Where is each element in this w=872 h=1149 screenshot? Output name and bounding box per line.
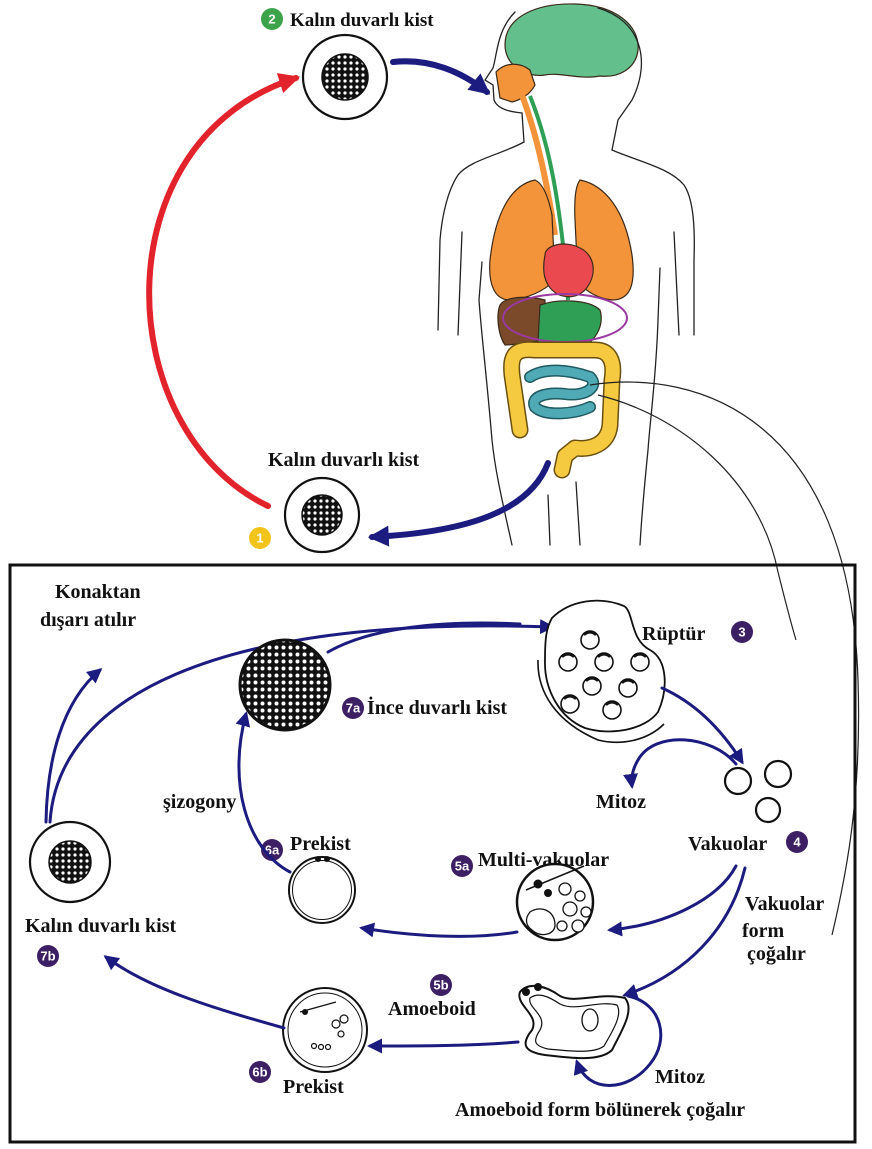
released-vacuole: [583, 677, 601, 695]
schizogony-label: şizogony: [163, 791, 236, 813]
precyst-b-label: Prekist: [283, 1076, 344, 1098]
step-4-badge-number: 4: [793, 835, 801, 850]
leg-outline-right: [576, 482, 580, 545]
right-inner-arm-outline: [674, 232, 679, 335]
released-vacuole: [631, 653, 649, 671]
vacuolar-form-label-line3: çoğalır: [747, 943, 806, 965]
released-vacuole: [619, 679, 637, 697]
precyst-to-thick-cyst-arrow: [106, 957, 284, 1028]
step-1-badge-number: 1: [256, 531, 263, 546]
multi-vacuolar-cell: [517, 864, 593, 940]
vacuolar-mitosis-label: Mitoz: [596, 791, 646, 813]
left-thick-walled-cyst: [30, 822, 110, 902]
precyst-a-label: Prekist: [290, 833, 351, 855]
step-5a-badge-number: 5a: [455, 859, 470, 874]
amoeboid-mitosis-label: Mitoz: [655, 1066, 705, 1088]
amoeboid-to-precyst-arrow: [370, 1042, 518, 1046]
step-3-badge-number: 3: [738, 625, 745, 640]
step-5b-badge: 5b: [430, 974, 452, 996]
vacuolar-label: Vakuolar: [688, 833, 767, 855]
amoeboid-label: Amoeboid: [388, 998, 476, 1020]
leg-outline-left: [548, 495, 550, 545]
amoeboid-division-label: Amoeboid form bölünerek çoğalır: [455, 1099, 745, 1121]
step-7a-badge: 7a: [342, 697, 364, 719]
step-7b-badge-number: 7b: [40, 949, 55, 964]
excretion-arrow: [372, 463, 548, 537]
heart: [544, 244, 594, 297]
rupture-cell: [538, 601, 665, 743]
thin-walled-cyst: [240, 640, 330, 730]
middle-cyst-label: Kalın duvarlı kist: [268, 449, 419, 471]
top-thick-walled-cyst: [303, 35, 387, 119]
step-6b-badge-number: 6b: [252, 1065, 267, 1080]
step-1-badge: 1: [249, 527, 271, 549]
left-cyst-label: Kalın duvarlı kist: [25, 915, 176, 937]
middle-thick-walled-cyst: [285, 478, 359, 552]
vacuolar-form-label-line2: form: [742, 920, 785, 942]
vacuolar-to-amoeboid-arrow: [625, 868, 745, 995]
vacuolar-to-multi-vacuolar-arrow: [610, 866, 736, 930]
nasal-throat: [496, 64, 535, 102]
step-3-badge: 3: [731, 621, 753, 643]
precyst-a-cell: [289, 856, 355, 923]
left-lung: [490, 180, 555, 300]
excreted-label-line1: Konaktan: [55, 581, 141, 603]
rupture-to-vacuolar-arrow: [662, 688, 742, 762]
step-2-badge-number: 2: [268, 12, 275, 27]
step-7b-badge: 7b: [37, 945, 59, 967]
excreted-label-line2: dışarı atılır: [40, 609, 136, 631]
vacuolar-mitosis-loop-arrow: [632, 740, 736, 786]
step-6b-badge: 6b: [249, 1061, 271, 1083]
released-vacuole: [581, 631, 599, 649]
released-vacuole: [595, 653, 613, 671]
multi-vacuolar-to-precyst-arrow: [362, 928, 517, 936]
top-cyst-label: Kalın duvarlı kist: [290, 10, 434, 31]
torso-right-outline: [640, 268, 660, 545]
vacuolar-forms: [725, 761, 791, 822]
released-vacuole: [603, 701, 621, 719]
step-7a-badge-number: 7a: [346, 701, 361, 716]
step-2-badge: 2: [261, 8, 283, 30]
amoeboid-cell: [519, 983, 628, 1058]
thin-walled-cyst-label: İnce duvarlı kist: [367, 695, 507, 719]
vacuolar-form-label-line1: Vakuolar: [745, 893, 824, 915]
environment-return-arc: [149, 78, 296, 506]
ingestion-arrow: [393, 61, 487, 92]
released-vacuole: [561, 695, 579, 713]
small-intestine: [530, 371, 593, 414]
released-vacuole: [559, 653, 577, 671]
precyst-b-cell: [283, 988, 367, 1072]
left-inner-arm-outline: [458, 232, 462, 335]
step-4-badge: 4: [786, 831, 808, 853]
rupture-label: Rüptür: [642, 623, 705, 645]
step-5b-badge-number: 5b: [433, 978, 448, 993]
step-5a-badge: 5a: [451, 855, 473, 877]
